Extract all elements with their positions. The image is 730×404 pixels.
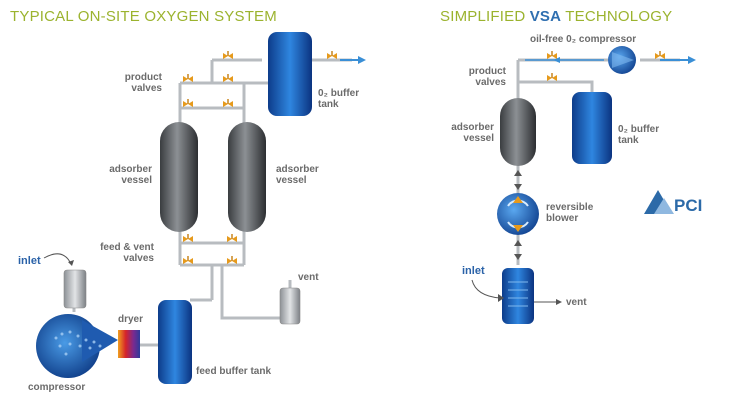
reversible-blower-label: reversible blower [546,202,594,224]
left-adsorber-vessel-a [160,122,198,232]
left-inlet-label: inlet [18,255,41,267]
compressor-nozzle [82,320,118,362]
right-title: SIMPLIFIED VSA TECHNOLOGY [440,8,672,25]
right-o2-buffer-tank [572,92,612,164]
dryer [118,330,140,358]
left-pipes [72,58,352,347]
vent-filter [279,287,301,325]
vent-label: vent [298,272,319,283]
left-o2-buffer-tank-label: 0₂ buffer tank [318,88,360,110]
feed-vent-valves-label: feed & vent valves [100,242,154,264]
right-inlet-vessel [502,268,534,324]
oil-free-compressor-label: oil-free 0₂ compressor [530,34,637,45]
feed-buffer-tank [158,300,192,384]
feed-buffer-tank-label: feed buffer tank [196,366,272,377]
right-o2-buffer-tank-label: 0₂ buffer tank [618,124,660,146]
left-adsorber-vessel-label-b: adsorber vessel [276,164,319,186]
inlet-filter [63,269,87,309]
right-title-suffix: TECHNOLOGY [561,8,673,25]
dryer-label: dryer [118,314,144,325]
right-flow-lines [514,56,696,260]
right-title-bold: VSA [529,8,562,25]
right-vent-label: vent [566,297,587,308]
right-valves [546,50,666,82]
pci-logo-text: PCI [674,196,703,215]
right-inlet-arrow [471,279,501,299]
pci-logo-mark [644,190,674,214]
left-o2-buffer-tank [268,32,312,116]
left-adsorber-vessel-b [228,122,266,232]
reversible-blower [497,193,539,235]
right-product-valves-label: product valves [468,66,506,88]
right-title-prefix: SIMPLIFIED [440,8,530,25]
left-outlet-arrow [340,56,366,64]
left-product-valves-label: product valves [124,72,162,94]
right-adsorber-vessel-label: adsorber vessel [451,122,494,144]
right-inlet-label: inlet [462,265,485,277]
left-adsorber-vessel-label-a: adsorber vessel [109,164,152,186]
right-adsorber-vessel [500,98,536,166]
compressor-label: compressor [28,382,86,393]
left-title: TYPICAL ON-SITE OXYGEN SYSTEM [10,8,277,25]
inlet-arrow [43,253,71,263]
